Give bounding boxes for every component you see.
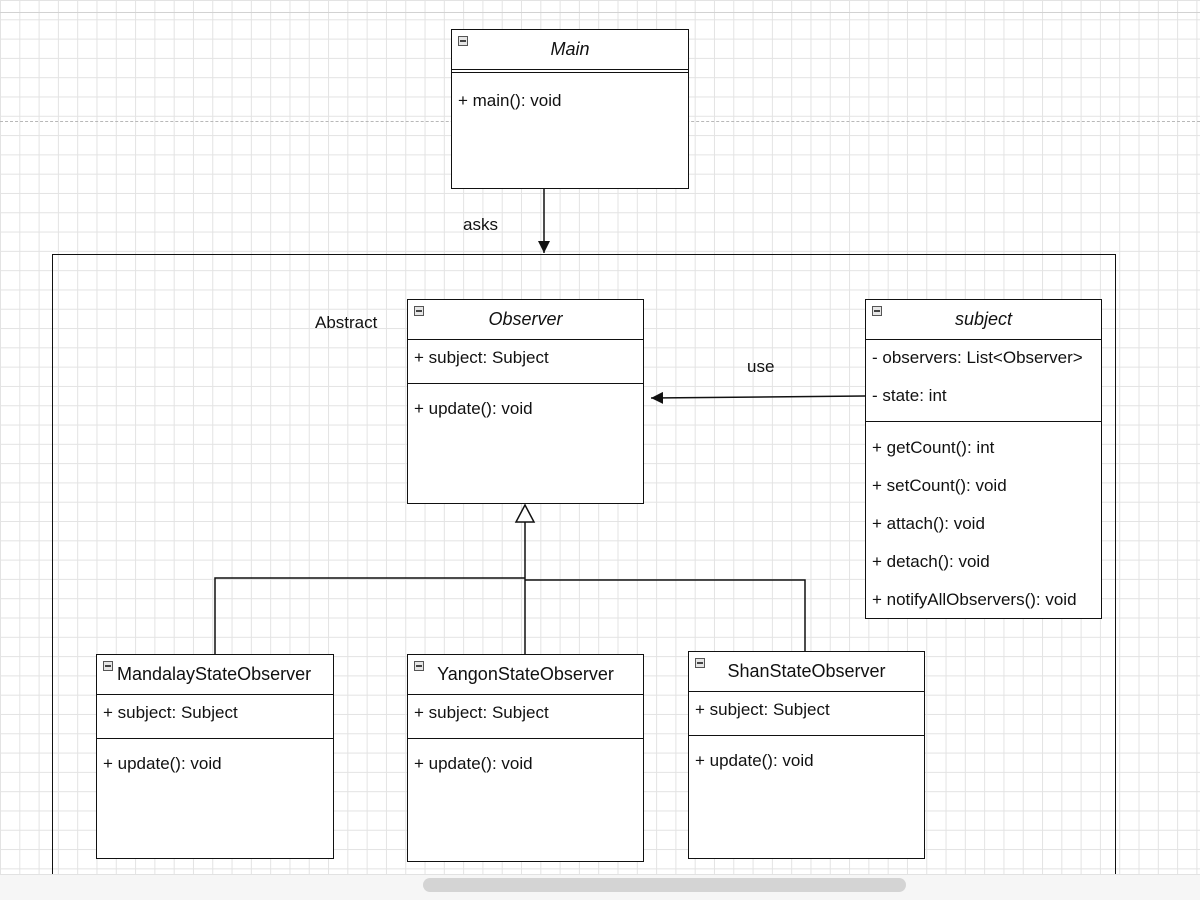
use-label: use [747,357,775,376]
collapse-icon[interactable] [414,306,424,316]
subject-attribute-observers: - observers: List<Observer> [872,348,1083,367]
mandalay-class-name: MandalayStateObserver [117,664,312,684]
yangon-methods: + update(): void [408,739,643,773]
abstract-stereotype-label: Abstract [315,313,378,332]
shan-attributes: + subject: Subject [689,692,924,736]
mandalay-inheritance-edge [214,577,525,654]
package-frame[interactable] [52,254,1116,894]
horizontal-scrollbar-thumb[interactable] [423,878,906,892]
collapse-icon[interactable] [103,661,113,671]
subject-class[interactable]: subject - observers: List<Observer> - st… [865,299,1102,619]
shan-method: + update(): void [695,751,814,770]
subject-method-getcount: + getCount(): int [872,438,995,457]
main-class-header: Main [452,30,688,73]
yangon-class[interactable]: YangonStateObserver + subject: Subject +… [407,654,644,862]
subject-attributes: - observers: List<Observer> - state: int [866,340,1101,422]
mandalay-attributes: + subject: Subject [97,695,333,739]
mandalay-methods: + update(): void [97,739,333,773]
mandalay-attribute: + subject: Subject [103,703,238,722]
shan-class-header: ShanStateObserver [689,652,924,692]
collapse-icon[interactable] [872,306,882,316]
mandalay-method: + update(): void [103,754,222,773]
collapse-icon[interactable] [695,658,705,668]
generalization-edges[interactable] [214,503,806,654]
subject-method-setcount: + setCount(): void [872,476,1007,495]
observer-method: + update(): void [414,399,533,418]
yangon-class-name: YangonStateObserver [437,664,614,684]
observer-attribute: + subject: Subject [414,348,549,367]
subject-method-notify: + notifyAllObservers(): void [872,590,1077,609]
yangon-attribute: + subject: Subject [414,703,549,722]
use-arrow[interactable] [650,391,866,404]
shan-class[interactable]: ShanStateObserver + subject: Subject + u… [688,651,925,859]
observer-class-header: Observer [408,300,643,340]
subject-methods: + getCount(): int + setCount(): void + a… [866,422,1101,609]
collapse-icon[interactable] [414,661,424,671]
main-methods: + main(): void [452,73,688,110]
mandalay-class-header: MandalayStateObserver [97,655,333,695]
main-class-name: Main [550,39,590,59]
observer-class-name: Observer [488,309,563,329]
shan-class-name: ShanStateObserver [727,661,886,681]
main-class[interactable]: Main + main(): void [451,29,689,189]
observer-methods: + update(): void [408,384,643,418]
subject-method-detach: + detach(): void [872,552,990,571]
observer-class[interactable]: Observer + subject: Subject + update(): … [407,299,644,504]
main-method: + main(): void [458,91,562,110]
top-ruler [0,12,1200,13]
observer-attributes: + subject: Subject [408,340,643,384]
subject-attribute-state: - state: int [872,386,947,405]
shan-attribute: + subject: Subject [695,700,830,719]
yangon-attributes: + subject: Subject [408,695,643,739]
collapse-icon[interactable] [458,36,468,46]
shan-methods: + update(): void [689,736,924,770]
subject-class-header: subject [866,300,1101,340]
subject-class-name: subject [954,309,1013,329]
yangon-method: + update(): void [414,754,533,773]
mandalay-class[interactable]: MandalayStateObserver + subject: Subject… [96,654,334,859]
asks-label: asks [463,215,498,234]
subject-method-attach: + attach(): void [872,514,985,533]
yangon-class-header: YangonStateObserver [408,655,643,695]
shan-inheritance-edge [525,579,806,651]
generalization-arrowhead [514,503,536,523]
